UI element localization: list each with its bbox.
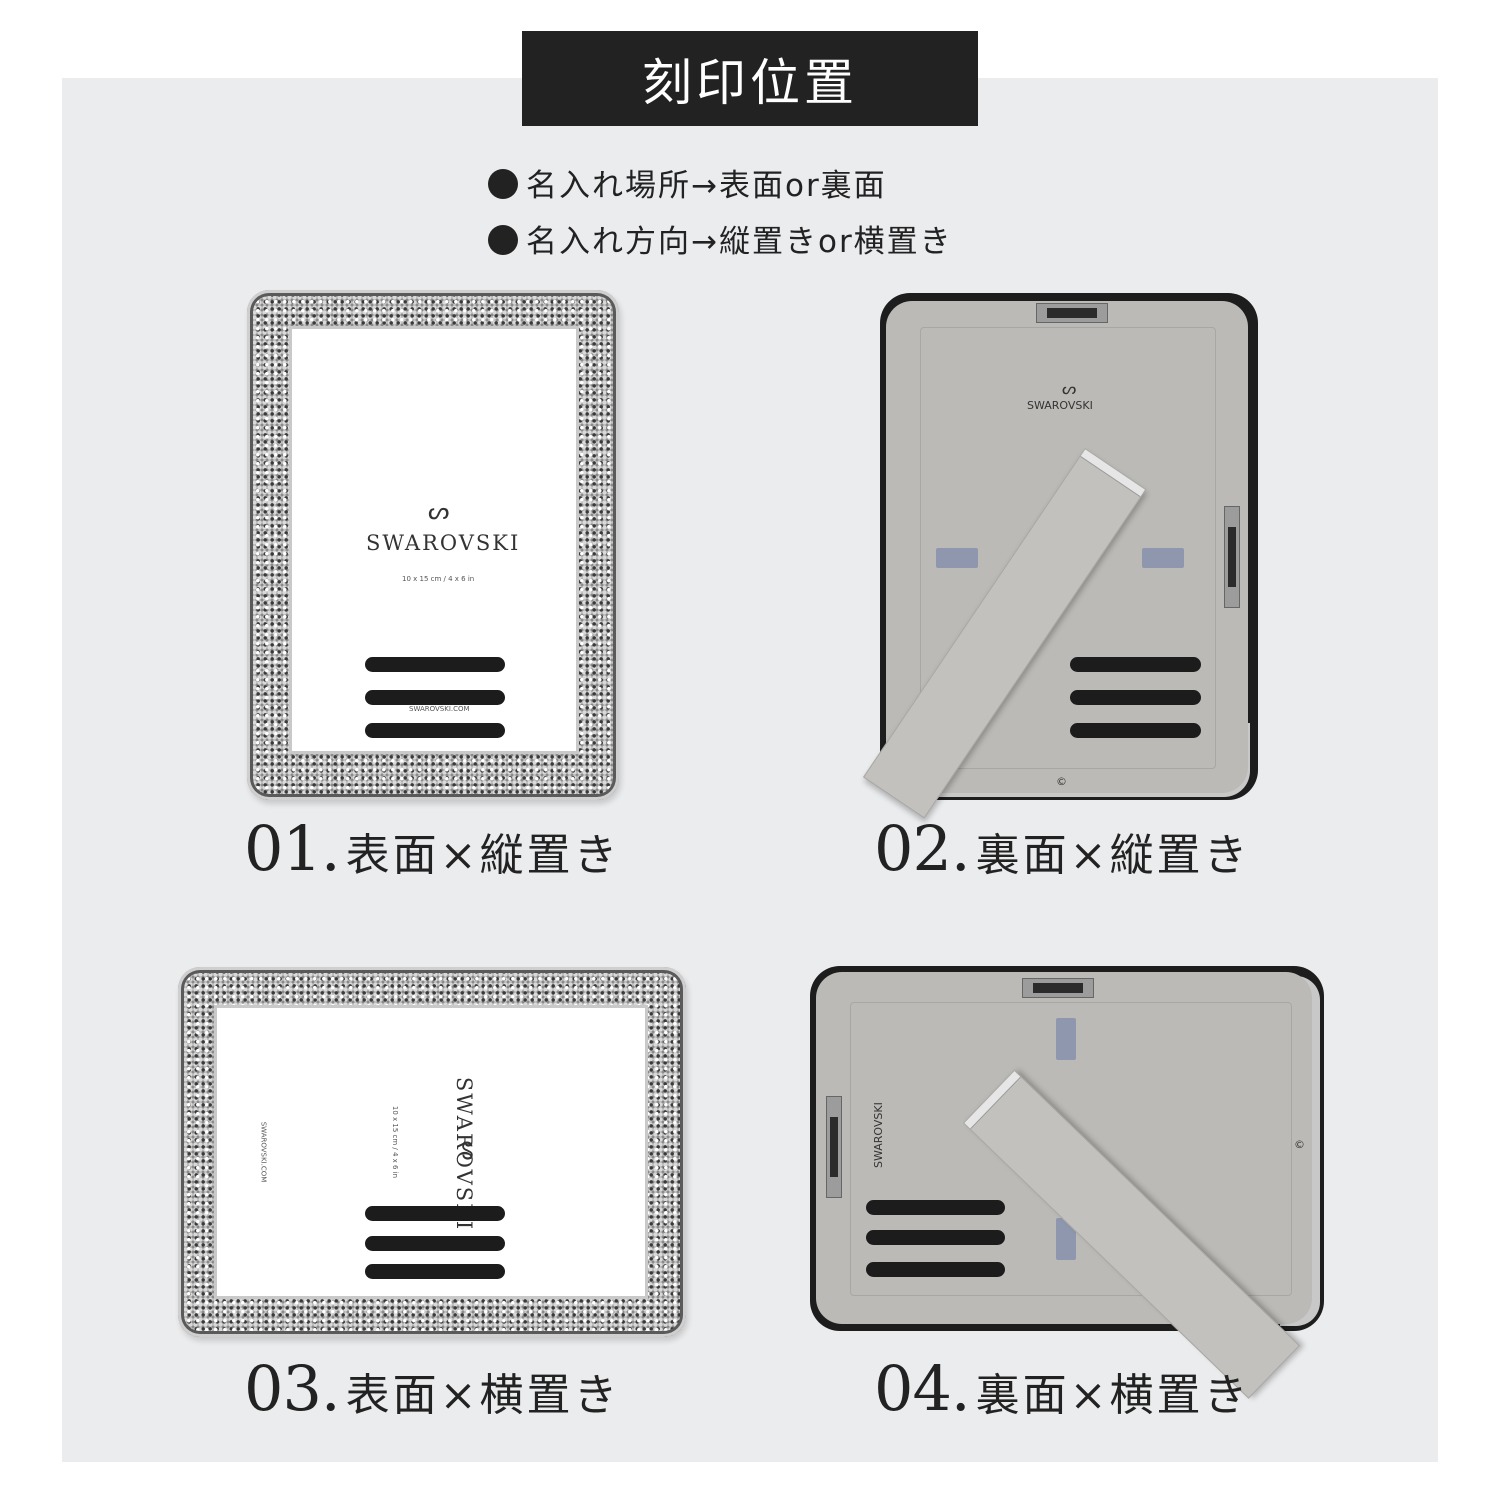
- caption-02: 02.裏面×縦置き: [874, 812, 1251, 885]
- engraving-line: [365, 1236, 505, 1251]
- hanger-icon: [1036, 303, 1108, 323]
- hanger-icon: [826, 1096, 842, 1198]
- caption-01: 01.表面×縦置き: [244, 812, 621, 885]
- front-frame-landscape: SWAROVSKI ᔕ 10 x 15 cm / 4 x 6 in SWAROV…: [178, 967, 686, 1337]
- title-box: 刻印位置: [522, 31, 978, 126]
- swan-logo-icon: ᔕ: [428, 497, 450, 525]
- engraving-line: [866, 1230, 1005, 1245]
- brand-name: SWAROVSKI: [872, 1102, 885, 1168]
- engraving-line: [866, 1262, 1005, 1277]
- engraving-line: [365, 723, 505, 738]
- page-title: 刻印位置: [642, 53, 858, 112]
- engraving-line: [365, 1264, 505, 1279]
- size-text: 10 x 15 cm / 4 x 6 in: [391, 1105, 400, 1179]
- hanger-icon: [1224, 506, 1240, 608]
- caption-04: 04.裏面×横置き: [874, 1352, 1251, 1425]
- engraving-line: [365, 690, 505, 705]
- size-text: 10 x 15 cm / 4 x 6 in: [402, 575, 475, 583]
- brand-name: SWAROVSKI: [1027, 399, 1093, 412]
- engraving-line: [365, 657, 505, 672]
- bullet-dot-icon: [488, 169, 518, 199]
- clip: [1056, 1018, 1076, 1060]
- url-text: SWAROVSKI.COM: [409, 705, 470, 713]
- front-frame-portrait: ᔕ SWAROVSKI 10 x 15 cm / 4 x 6 in SWAROV…: [247, 290, 619, 800]
- swan-logo-icon: ᔕ: [1062, 379, 1077, 398]
- url-text: SWAROVSKI.COM: [259, 1121, 268, 1183]
- engraving-line: [1070, 723, 1201, 738]
- engraving-line: [866, 1200, 1005, 1215]
- caption-03: 03.表面×横置き: [244, 1352, 621, 1425]
- photo-area: ᔕ SWAROVSKI 10 x 15 cm / 4 x 6 in SWAROV…: [289, 326, 579, 754]
- copyright-icon: ©: [1294, 1138, 1305, 1151]
- clip: [936, 548, 978, 568]
- engraving-line: [1070, 657, 1201, 672]
- bullet-location: 名入れ場所→表面or裏面: [488, 160, 887, 205]
- engraving-line: [1070, 690, 1201, 705]
- bullet-dot-icon: [488, 225, 518, 255]
- hanger-icon: [1022, 978, 1094, 998]
- copyright-icon: ©: [1056, 775, 1067, 788]
- brand-name: SWAROVSKI: [366, 531, 521, 555]
- bullet-direction: 名入れ方向→縦置きor横置き: [488, 216, 953, 261]
- swan-logo-icon: ᔕ: [456, 1140, 482, 1161]
- clip: [1056, 1218, 1076, 1260]
- clip: [1142, 548, 1184, 568]
- engraving-line: [365, 1206, 505, 1221]
- photo-area: SWAROVSKI ᔕ 10 x 15 cm / 4 x 6 in SWAROV…: [214, 1005, 648, 1299]
